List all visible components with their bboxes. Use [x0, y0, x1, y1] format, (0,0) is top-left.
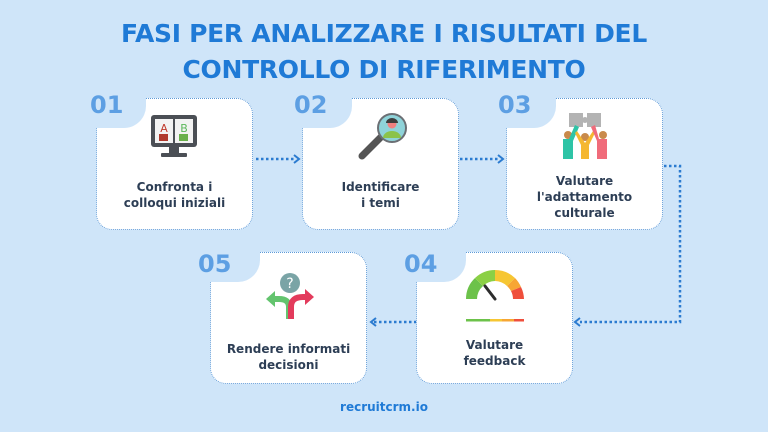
page-title: FASI PER ANALIZZARE I RISULTATI DEL CONT…: [0, 16, 768, 88]
step-card-4: Valutare feedback: [416, 252, 573, 384]
footer-brand: recruitcrm.io: [340, 400, 428, 414]
decision-arrows-icon: ?: [266, 273, 314, 319]
step-label: Confronta i colloqui iniziali: [123, 180, 226, 210]
number-tab: [494, 88, 556, 128]
connector-2-3: [460, 154, 505, 164]
svg-text:B: B: [180, 122, 188, 135]
feedback-gauge-icon: [466, 270, 524, 322]
step-label: Valutare feedback: [463, 338, 526, 368]
step-label: Identificare i temi: [341, 180, 420, 210]
step-card-1: A B Confronta i colloqui iniziali: [96, 98, 253, 230]
number-tab: [198, 242, 260, 282]
step-number: 02: [294, 91, 328, 119]
number-tab: [84, 88, 146, 128]
step-label: Rendere informati decisioni: [226, 342, 351, 372]
svg-text:?: ?: [286, 276, 293, 292]
step-number: 04: [404, 250, 438, 278]
svg-text:A: A: [160, 122, 168, 135]
step-label: Valutare l'adattamento culturale: [536, 174, 633, 220]
connector-3-4: [573, 164, 682, 327]
team-puzzle-icon: [563, 113, 607, 159]
title-line-1: FASI PER ANALIZZARE I RISULTATI DEL: [121, 19, 647, 48]
number-tab: [404, 242, 466, 282]
title-line-2: CONTROLLO DI RIFERIMENTO: [182, 55, 586, 84]
number-tab: [290, 88, 352, 128]
step-number: 03: [498, 91, 532, 119]
step-card-3: Valutare l'adattamento culturale: [506, 98, 663, 230]
magnifier-person-icon: [358, 113, 407, 160]
step-number: 01: [90, 91, 124, 119]
ab-test-monitor-icon: A B: [151, 115, 197, 157]
connector-4-5: [369, 317, 416, 327]
step-number: 05: [198, 250, 232, 278]
connector-1-2: [256, 154, 301, 164]
